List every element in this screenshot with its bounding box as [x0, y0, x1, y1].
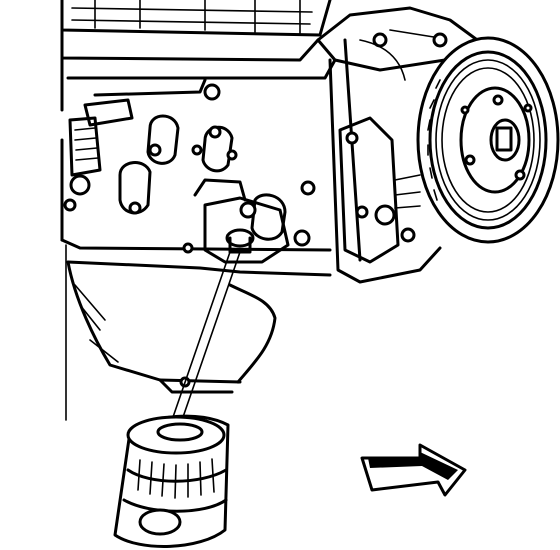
direction-arrow-icon	[360, 443, 467, 497]
engine-block-icon	[60, 0, 337, 421]
oil-filter-icon	[113, 251, 241, 548]
ac-compressor-pulley-icon	[316, 6, 560, 284]
